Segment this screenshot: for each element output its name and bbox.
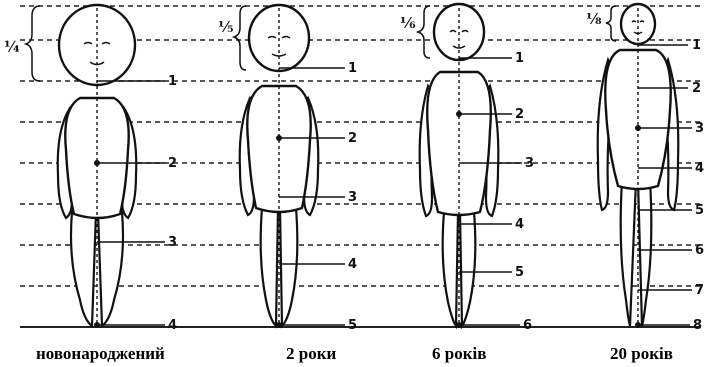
marker-2-years-4: 4 (348, 257, 357, 272)
marker-6-years-5: 5 (515, 265, 524, 280)
figure-6-years: ⅙ 1 2 3 4 5 6 (400, 4, 534, 333)
marker-20-years-1: 1 (692, 38, 701, 53)
marker-6-years-1: 1 (515, 51, 524, 66)
head-fraction-newborn: ¼ (4, 38, 20, 56)
marker-2-years-5: 5 (348, 318, 357, 333)
marker-newborn-3: 3 (168, 235, 177, 250)
caption-newborn: новонароджений (36, 344, 165, 364)
marker-20-years-2: 2 (692, 81, 701, 96)
figure-20-years: ⅛ 1 2 3 4 5 6 7 8 (586, 4, 704, 333)
marker-2-years-3: 3 (348, 190, 357, 205)
head-fraction-20-years: ⅛ (586, 10, 602, 28)
caption-6-years: 6 років (432, 344, 486, 364)
marker-6-years-6: 6 (523, 318, 532, 333)
caption-20-years: 20 років (610, 344, 673, 364)
marker-20-years-6: 6 (695, 243, 704, 258)
head-fraction-2-years: ⅕ (218, 18, 234, 36)
marker-6-years-2: 2 (515, 107, 524, 122)
marker-newborn-4: 4 (168, 318, 177, 333)
marker-20-years-7: 7 (695, 283, 704, 298)
marker-20-years-3: 3 (695, 121, 704, 136)
marker-20-years-5: 5 (695, 203, 704, 218)
marker-2-years-2: 2 (348, 131, 357, 146)
marker-2-years-1: 1 (348, 61, 357, 76)
head-fraction-6-years: ⅙ (400, 14, 416, 32)
marker-6-years-3: 3 (525, 156, 534, 171)
caption-2-years: 2 роки (286, 344, 336, 364)
marker-newborn-1: 1 (168, 74, 177, 89)
marker-newborn-2: 2 (168, 156, 177, 171)
figure-2-years: ⅕ 1 2 3 4 5 (218, 5, 357, 333)
figure-newborn: ¼ 1 2 3 4 (4, 5, 177, 333)
marker-20-years-8: 8 (693, 318, 702, 333)
marker-20-years-4: 4 (695, 161, 704, 176)
marker-6-years-4: 4 (515, 217, 524, 232)
